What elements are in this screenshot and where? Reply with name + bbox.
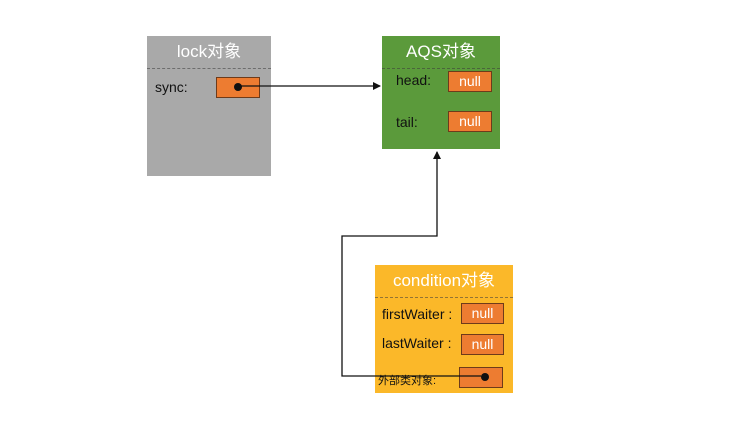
sync-label: sync: bbox=[155, 79, 188, 95]
lock-object-box: lock对象 sync: bbox=[147, 36, 271, 176]
first-waiter-label: firstWaiter : bbox=[382, 306, 453, 322]
lock-object-title: lock对象 bbox=[176, 42, 242, 61]
last-waiter-value-field: null bbox=[461, 334, 504, 355]
aqs-object-title: AQS对象 bbox=[406, 42, 476, 61]
condition-object-title: condition对象 bbox=[392, 271, 496, 290]
aqs-object-divider bbox=[382, 68, 500, 69]
condition-object-box: condition对象 firstWaiter : null lastWaite… bbox=[375, 265, 513, 393]
head-label: head: bbox=[396, 72, 432, 88]
sync-pointer-dot bbox=[234, 83, 242, 91]
outer-class-label: 外部类对象: bbox=[378, 375, 437, 387]
aqs-object-box: AQS对象 head: null tail: null bbox=[382, 36, 500, 149]
outer-to-aqs-arrow bbox=[341, 151, 481, 377]
last-waiter-label: lastWaiter : bbox=[382, 335, 452, 351]
condition-object-divider bbox=[375, 297, 513, 298]
first-waiter-value-field: null bbox=[461, 303, 504, 324]
outer-class-pointer-field bbox=[459, 367, 503, 388]
outer-class-pointer-dot bbox=[481, 373, 489, 381]
lock-object-divider bbox=[147, 68, 271, 69]
head-value-field: null bbox=[448, 71, 492, 92]
tail-value-field: null bbox=[448, 111, 492, 132]
tail-label: tail: bbox=[396, 114, 418, 130]
sync-pointer-field bbox=[216, 77, 260, 98]
